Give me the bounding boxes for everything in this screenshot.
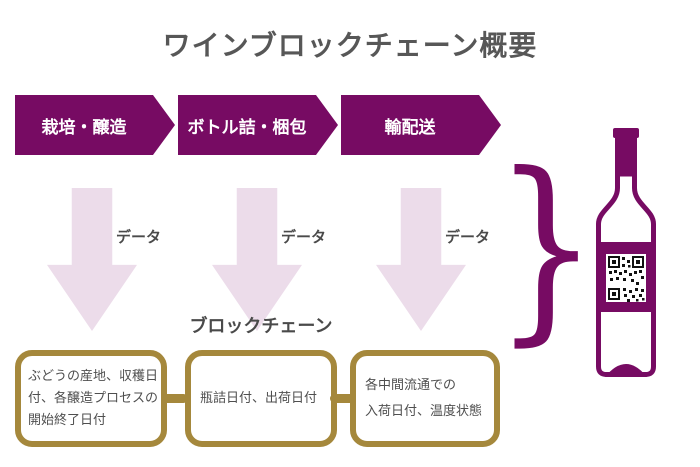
- blockchain-label: ブロックチェーン: [189, 316, 333, 337]
- bottle-cap-icon: [613, 128, 639, 177]
- block-text-line: 入荷日付、温度状態: [365, 403, 483, 419]
- block-text-line: ぶどうの産地、収穫日: [28, 368, 159, 384]
- wine-bottle-illustration: [596, 128, 656, 377]
- qr-code: [606, 254, 646, 302]
- block-connector-2: [330, 394, 356, 403]
- blockchain-block-shipping: 各中間流通での 入荷日付、温度状態: [350, 350, 500, 447]
- stage-chevron-bottling: ボトル詰・梱包: [178, 95, 338, 155]
- bottle-punt: [605, 364, 647, 377]
- data-label-1: データ: [116, 228, 162, 246]
- block-text-line: 付、各醸造プロセスの: [28, 390, 159, 406]
- block-text-line: 瓶詰日付、出荷日付: [200, 390, 318, 406]
- stage-chevron-shipping: 輸配送: [341, 95, 501, 155]
- diagram-title: ワインブロックチェーン概要: [162, 29, 538, 62]
- blockchain-block-bottling: 瓶詰日付、出荷日付: [185, 350, 337, 447]
- block-text-line: 各中間流通での: [365, 377, 457, 393]
- block-connector-1: [162, 394, 188, 403]
- down-arrow-icon-1: [47, 188, 137, 331]
- stage-label-cultivation: 栽培・醸造: [41, 117, 127, 138]
- stage-chevron-cultivation: 栽培・醸造: [15, 95, 175, 155]
- stage-label-shipping: 輸配送: [384, 117, 436, 138]
- block-text-line: 開始終了日付: [28, 412, 107, 428]
- down-arrow-icon-3: [376, 188, 466, 331]
- blockchain-block-cultivation: ぶどうの産地、収穫日 付、各醸造プロセスの 開始終了日付: [15, 350, 167, 447]
- data-label-3: データ: [445, 228, 491, 246]
- curly-brace: }: [494, 131, 599, 364]
- data-label-2: データ: [281, 228, 327, 246]
- stage-label-bottling: ボトル詰・梱包: [187, 117, 307, 138]
- down-arrow-icon-2: [212, 188, 302, 331]
